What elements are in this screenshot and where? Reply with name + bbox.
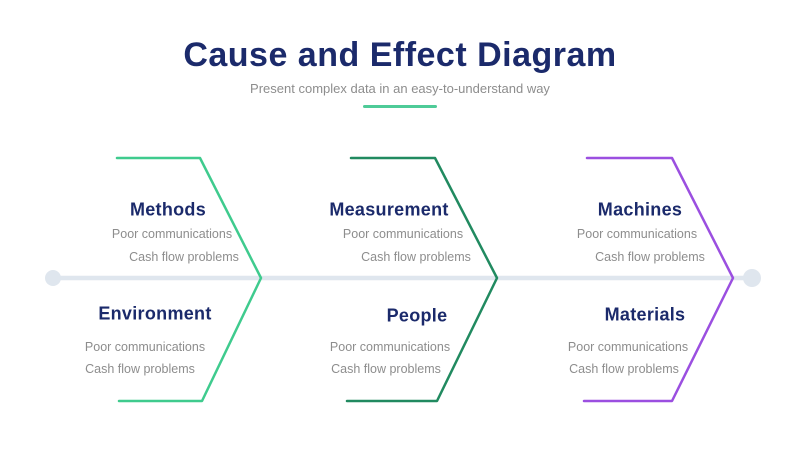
category-title-materials: Materials <box>604 304 686 325</box>
category-title-methods: Methods <box>129 199 207 220</box>
page-title: Cause and Effect Diagram <box>183 36 617 74</box>
cause-item: Poor communications <box>329 340 451 354</box>
cause-item: Cash flow problems <box>129 250 239 264</box>
cause-item: Poor communications <box>84 340 206 354</box>
category-title-environment: Environment <box>98 303 212 324</box>
spine-end-dot <box>743 269 761 287</box>
cause-item: Cash flow problems <box>85 362 195 376</box>
category-title-measurement: Measurement <box>329 199 449 220</box>
cause-item: Cash flow problems <box>569 362 679 376</box>
subtitle-underline-accent <box>363 105 437 108</box>
spine-start-dot <box>45 270 61 286</box>
cause-item: Poor communications <box>576 227 698 241</box>
cause-item: Cash flow problems <box>361 250 471 264</box>
cause-item: Poor communications <box>342 227 464 241</box>
chevron-methods-environment <box>115 156 263 403</box>
cause-item: Cash flow problems <box>595 250 705 264</box>
page-subtitle: Present complex data in an easy-to-under… <box>250 81 550 96</box>
cause-item: Cash flow problems <box>331 362 441 376</box>
cause-item: Poor communications <box>567 340 689 354</box>
cause-item: Poor communications <box>111 227 233 241</box>
category-title-machines: Machines <box>597 199 683 220</box>
chevron-machines-materials <box>582 156 735 403</box>
category-title-people: People <box>386 305 448 326</box>
chevron-measurement-people <box>345 156 499 403</box>
